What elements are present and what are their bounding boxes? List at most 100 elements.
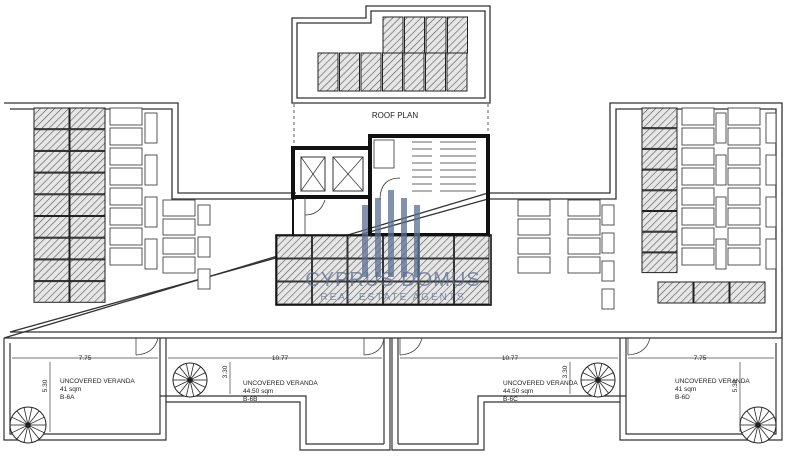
water-heater-icon <box>681 187 715 206</box>
spiral-tread <box>174 380 188 388</box>
water-heater-icon <box>197 236 211 258</box>
veranda-6a-unit: B-6A <box>60 394 75 401</box>
veranda-6d-unit: B-6D <box>675 394 690 401</box>
dim-depth-6a: 5.30 <box>42 379 49 392</box>
spiral-tread <box>179 366 189 378</box>
solar-panel-icon <box>33 281 70 303</box>
spiral-tread <box>598 363 603 378</box>
spiral-stair-icon <box>580 362 616 398</box>
spiral-tread <box>753 407 758 423</box>
water-heater-icon <box>681 247 715 266</box>
water-heater-icon <box>681 207 715 226</box>
spiral-stair-icon <box>172 362 208 398</box>
veranda-6c-area: 44.50 sqm <box>503 388 533 395</box>
spiral-tread <box>190 363 195 378</box>
spiral-tread <box>190 382 195 397</box>
water-heater-icon <box>162 218 196 236</box>
water-heater-icon <box>109 167 143 186</box>
spiral-tread <box>587 366 597 378</box>
water-heater-icon <box>715 154 727 186</box>
veranda-6d-area: 41 sqm <box>675 386 696 393</box>
door-swing-icon <box>135 337 651 356</box>
water-heater-icon <box>681 107 715 126</box>
spiral-tread <box>753 427 758 443</box>
water-heater-tanks <box>109 107 777 310</box>
water-heater-icon <box>144 154 158 186</box>
solar-panel-icon <box>641 211 678 232</box>
spiral-tread <box>179 382 189 394</box>
dim-width-6c: 10.77 <box>502 355 519 362</box>
solar-panel-icon <box>69 172 106 195</box>
solar-panel-icon <box>454 258 490 282</box>
spiral-tread <box>593 382 598 397</box>
spiral-tread <box>598 382 603 397</box>
solar-panel-icon <box>641 252 678 274</box>
spiral-stair-icon <box>739 406 777 444</box>
solar-panel-icon <box>276 281 312 305</box>
water-heater-icon <box>197 204 211 226</box>
dim-depth-6d: 5.30 <box>732 379 739 392</box>
dim-width-6a: 7.75 <box>79 355 92 362</box>
solar-panel-icon <box>657 281 694 304</box>
water-heater-icon <box>601 288 615 310</box>
solar-panel-icon <box>641 148 678 170</box>
spiral-tread <box>174 372 188 380</box>
solar-panel-icon <box>33 216 70 238</box>
spiral-tread <box>191 366 201 378</box>
dimension-lines <box>12 357 774 432</box>
solar-panel-icon <box>69 129 106 151</box>
watermark-title: CYPRUS DOMUS <box>305 269 480 291</box>
water-heater-icon <box>197 268 211 290</box>
solar-panel-icon <box>641 169 678 191</box>
water-heater-icon <box>517 199 551 217</box>
water-heater-icon <box>727 127 761 146</box>
right-bottom-panel-row <box>657 281 766 304</box>
solar-panel-icon <box>317 52 339 92</box>
water-heater-icon <box>601 232 615 254</box>
spiral-tread <box>758 427 763 443</box>
solar-panel-icon <box>276 258 312 282</box>
water-heater-icon <box>715 238 727 270</box>
right-solar-panels <box>641 107 678 274</box>
spiral-tread <box>30 416 45 425</box>
spiral-tread <box>11 416 26 425</box>
spiral-tread <box>741 425 756 434</box>
spiral-tread <box>23 427 28 443</box>
solar-panel-icon <box>312 281 348 305</box>
spiral-tread <box>23 407 28 423</box>
water-heater-icon <box>162 237 196 255</box>
spiral-tread <box>587 382 597 394</box>
water-heater-icon <box>517 218 551 236</box>
water-heater-icon <box>109 187 143 206</box>
solar-panel-icon <box>33 150 70 173</box>
spiral-tread <box>758 407 763 423</box>
solar-panel-icon <box>312 235 348 259</box>
left-solar-panels <box>33 107 106 303</box>
solar-panel-icon <box>69 107 106 130</box>
dim-width-6d: 7.75 <box>694 355 707 362</box>
solar-panel-icon <box>446 52 468 92</box>
spiral-core <box>755 422 761 428</box>
solar-panel-icon <box>33 172 70 195</box>
water-heater-icon <box>109 127 143 146</box>
water-heater-icon <box>162 199 196 217</box>
water-heater-icon <box>727 207 761 226</box>
solar-panel-icon <box>33 194 70 217</box>
water-heater-icon <box>567 256 601 274</box>
water-heater-icon <box>765 154 777 186</box>
spiral-tread <box>759 427 770 440</box>
solar-panel-icon <box>641 231 678 253</box>
solar-panel-icon <box>33 129 70 151</box>
veranda-6b-unit: B-6B <box>243 396 257 403</box>
solar-panel-icon <box>382 16 404 54</box>
spiral-tread <box>185 363 190 378</box>
dim-depth-6b: 3.30 <box>222 365 229 378</box>
spiral-tread <box>582 372 596 380</box>
water-heater-icon <box>681 167 715 186</box>
spiral-tread <box>760 425 775 434</box>
water-heater-icon <box>109 247 143 266</box>
water-heater-icon <box>727 107 761 126</box>
spiral-tread <box>192 380 206 388</box>
water-heater-icon <box>109 147 143 166</box>
